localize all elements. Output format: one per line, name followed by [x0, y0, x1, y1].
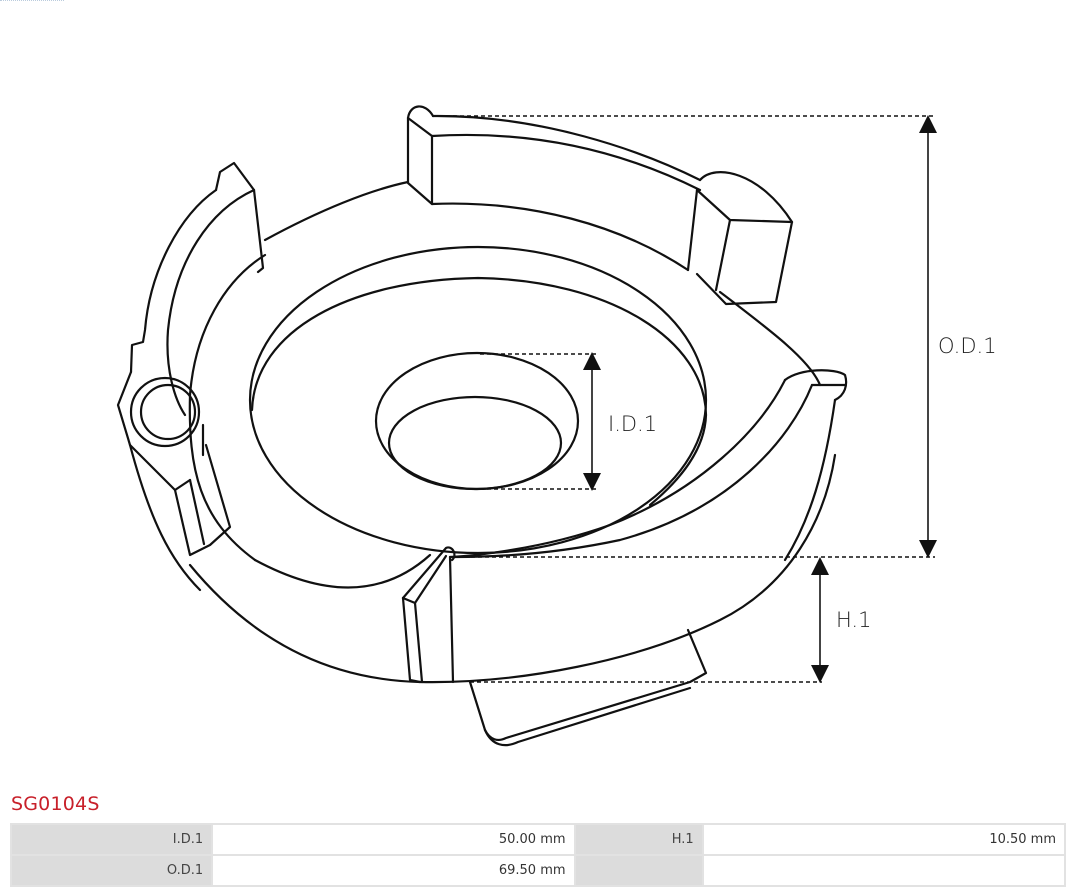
- table-row: O.D.1 69.50 mm: [12, 856, 1064, 885]
- spec-key: I.D.1: [12, 825, 212, 854]
- spec-value: 50.00 mm: [213, 825, 574, 854]
- top-edge-mark: [0, 0, 64, 2]
- dimension-guides: [432, 115, 935, 683]
- spec-value: 10.50 mm: [703, 825, 1064, 854]
- technical-drawing: O.D.1 I.D.1 H.1: [116, 105, 997, 747]
- table-row: I.D.1 50.00 mm H.1 10.50 mm: [12, 825, 1064, 854]
- od-dimension-label: O.D.1: [938, 334, 997, 358]
- part-outline: [116, 105, 848, 747]
- id-dimension-label: I.D.1: [608, 412, 657, 436]
- dimension-arrows: [583, 115, 937, 683]
- spec-value: 69.50 mm: [213, 856, 574, 885]
- specs-table: I.D.1 50.00 mm H.1 10.50 mm O.D.1 69.50 …: [10, 823, 1066, 887]
- spec-key: [575, 856, 702, 885]
- spec-value: [703, 856, 1064, 885]
- product-code-title: SG0104S: [11, 793, 100, 815]
- h-dimension-label: H.1: [836, 608, 871, 632]
- spec-key: O.D.1: [12, 856, 212, 885]
- spec-key: H.1: [575, 825, 702, 854]
